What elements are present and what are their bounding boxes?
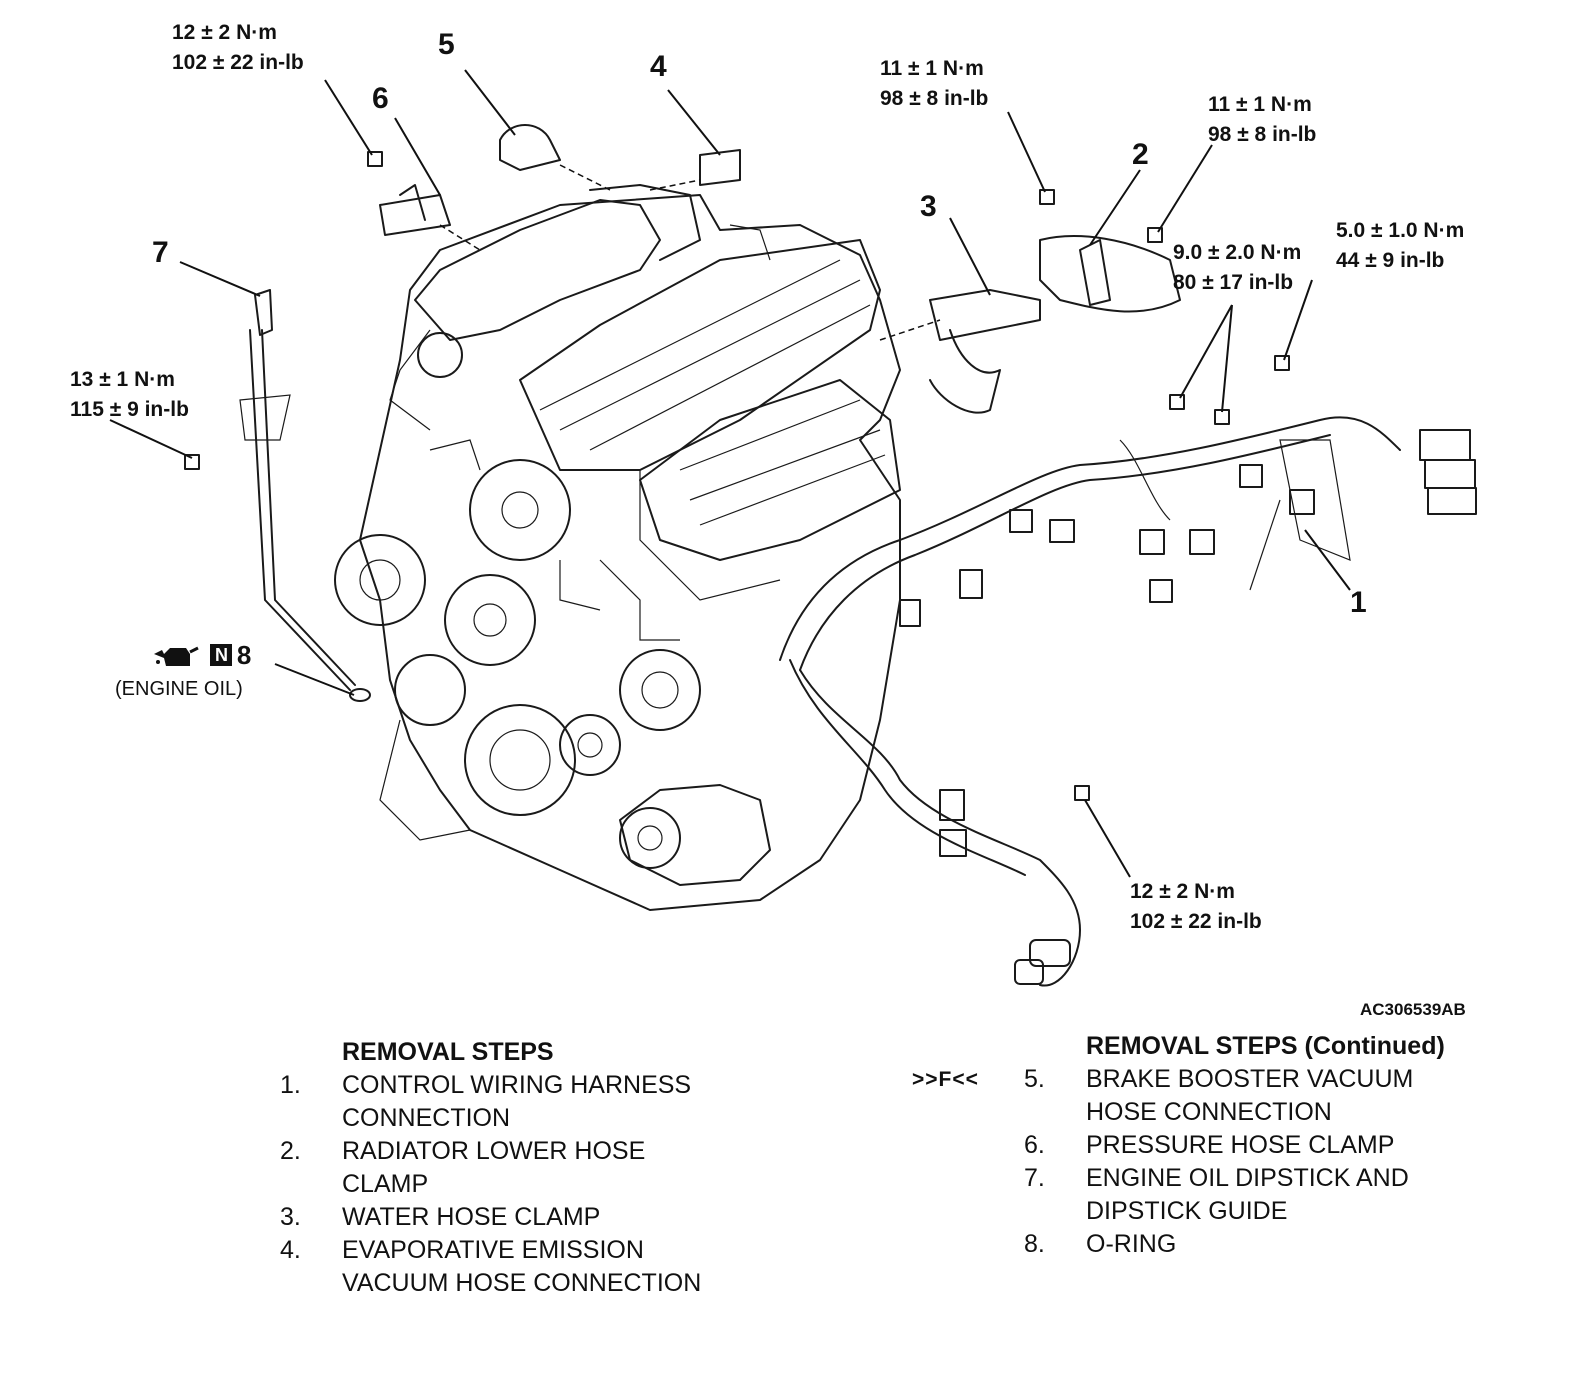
step-text-cont: HOSE CONNECTION [1086, 1098, 1332, 1126]
bolt-1d [1074, 785, 1090, 801]
removal-step-1: 1. CONTROL WIRING HARNESS CONNECTION [280, 1069, 701, 1135]
water-hose [879, 289, 1041, 414]
step-text: ENGINE OIL DIPSTICK AND [1086, 1164, 1409, 1192]
oil-badge: N [210, 644, 233, 666]
engine-diagram [109, 69, 1477, 987]
step-number: 7. [1024, 1164, 1045, 1192]
torque-spec-bolt-7: 13 ± 1 N·m 115 ± 9 in-lb [70, 365, 189, 425]
step-number: 8. [1024, 1230, 1045, 1258]
torque-metric: 11 ± 1 N·m [1208, 93, 1312, 116]
torque-spec-bolt-1b: 5.0 ± 1.0 N·m 44 ± 9 in-lb [1336, 216, 1464, 276]
step-text-cont: DIPSTICK GUIDE [1086, 1197, 1288, 1225]
callout-8: 8 [236, 640, 252, 670]
bolt-1c [1274, 355, 1290, 371]
step-number: 2. [280, 1137, 301, 1165]
step-text: CONTROL WIRING HARNESS [342, 1071, 692, 1099]
torque-imperial: 80 ± 17 in-lb [1173, 271, 1294, 294]
step-text-cont: CONNECTION [342, 1104, 511, 1132]
oil-note-label: (ENGINE OIL) [115, 678, 243, 700]
engine-assembly [334, 184, 901, 911]
bolt-3 [1039, 189, 1055, 205]
torque-imperial: 102 ± 22 in-lb [1130, 910, 1262, 933]
callout-4: 4 [650, 50, 667, 83]
removal-step-4: 4. EVAPORATIVE EMISSION VACUUM HOSE CONNEC… [280, 1234, 701, 1300]
step-number: 4. [280, 1236, 301, 1264]
bolt-7 [184, 454, 200, 470]
torque-metric: 11 ± 1 N·m [880, 57, 984, 80]
leader-lines [109, 69, 1351, 878]
step-text: PRESSURE HOSE CLAMP [1086, 1131, 1395, 1159]
callout-7: 7 [152, 236, 169, 269]
bolt-1a [1169, 394, 1185, 410]
removal-steps-right: REMOVAL STEPS (Continued) 5. BRAKE BOOSTE… [1024, 1030, 1445, 1261]
step-number: 6. [1024, 1131, 1045, 1159]
torque-metric: 12 ± 2 N·m [1130, 880, 1235, 903]
reference-mark: >>F<< [912, 1068, 979, 1091]
step-text: EVAPORATIVE EMISSION [342, 1236, 644, 1264]
torque-metric: 12 ± 2 N·m [172, 21, 277, 44]
step-number: 3. [280, 1203, 301, 1231]
callout-2: 2 [1132, 138, 1149, 171]
o-ring [349, 688, 371, 702]
evap-vacuum-hose [649, 149, 741, 191]
removal-steps-title: REMOVAL STEPS [342, 1038, 554, 1066]
removal-step-2: 2. RADIATOR LOWER HOSE CLAMP [280, 1135, 701, 1201]
torque-metric: 9.0 ± 2.0 N·m [1173, 241, 1302, 264]
figure-code: AC306539AB [1360, 1000, 1466, 1019]
step-text: O-RING [1086, 1230, 1177, 1258]
torque-imperial: 98 ± 8 in-lb [1208, 123, 1317, 146]
torque-spec-bolt-6: 12 ± 2 N·m 102 ± 22 in-lb [172, 18, 304, 78]
pressure-hose-clamp [379, 184, 481, 251]
bolt-6 [367, 151, 383, 167]
callout-6: 6 [372, 82, 389, 115]
torque-imperial: 98 ± 8 in-lb [880, 87, 989, 110]
torque-spec-bolt-3: 11 ± 1 N·m 98 ± 8 in-lb [880, 54, 988, 114]
step-number: 5. [1024, 1065, 1045, 1093]
oil-note: N 8 [150, 640, 251, 670]
step-text: WATER HOSE CLAMP [342, 1203, 601, 1231]
removal-step-6: 6. PRESSURE HOSE CLAMP [1024, 1129, 1445, 1162]
step-text: BRAKE BOOSTER VACUUM [1086, 1065, 1414, 1093]
step-text-cont: CLAMP [342, 1170, 429, 1198]
torque-metric: 5.0 ± 1.0 N·m [1336, 219, 1465, 242]
bolt-1b [1214, 409, 1230, 425]
radiator-lower-hose [1039, 235, 1181, 313]
callout-3: 3 [920, 190, 937, 223]
torque-imperial: 44 ± 9 in-lb [1336, 249, 1445, 272]
step-text: RADIATOR LOWER HOSE [342, 1137, 646, 1165]
step-text-cont: VACUUM HOSE CONNECTION [342, 1269, 702, 1297]
torque-metric: 13 ± 1 N·m [70, 368, 175, 391]
removal-step-3: 3. WATER HOSE CLAMP [280, 1201, 701, 1234]
step-number: 1. [280, 1071, 301, 1099]
torque-spec-bolt-2: 11 ± 1 N·m 98 ± 8 in-lb [1208, 90, 1316, 150]
removal-step-8: 8. O-RING [1024, 1228, 1445, 1261]
callout-5: 5 [438, 28, 455, 61]
callout-1: 1 [1350, 586, 1367, 619]
removal-step-5: 5. BRAKE BOOSTER VACUUM HOSE CONNECTION [1024, 1063, 1445, 1129]
oil-can-icon [154, 646, 199, 666]
wiring-harness [779, 416, 1477, 987]
bolt-2 [1147, 227, 1163, 243]
dipstick-assembly [239, 289, 371, 702]
torque-imperial: 115 ± 9 in-lb [70, 398, 189, 421]
bolts [184, 151, 1290, 801]
torque-spec-bolt-1a: 9.0 ± 2.0 N·m 80 ± 17 in-lb [1173, 238, 1301, 298]
removal-steps-continued-title: REMOVAL STEPS (Continued) [1086, 1032, 1445, 1060]
torque-spec-bolt-1c: 12 ± 2 N·m 102 ± 22 in-lb [1130, 877, 1262, 937]
removal-step-7: 7. ENGINE OIL DIPSTICK AND DIPSTICK GUIDE [1024, 1162, 1445, 1228]
torque-imperial: 102 ± 22 in-lb [172, 51, 304, 74]
removal-steps-left: REMOVAL STEPS 1. CONTROL WIRING HARNESS CO… [280, 1036, 701, 1300]
brake-booster-hose [499, 124, 611, 191]
